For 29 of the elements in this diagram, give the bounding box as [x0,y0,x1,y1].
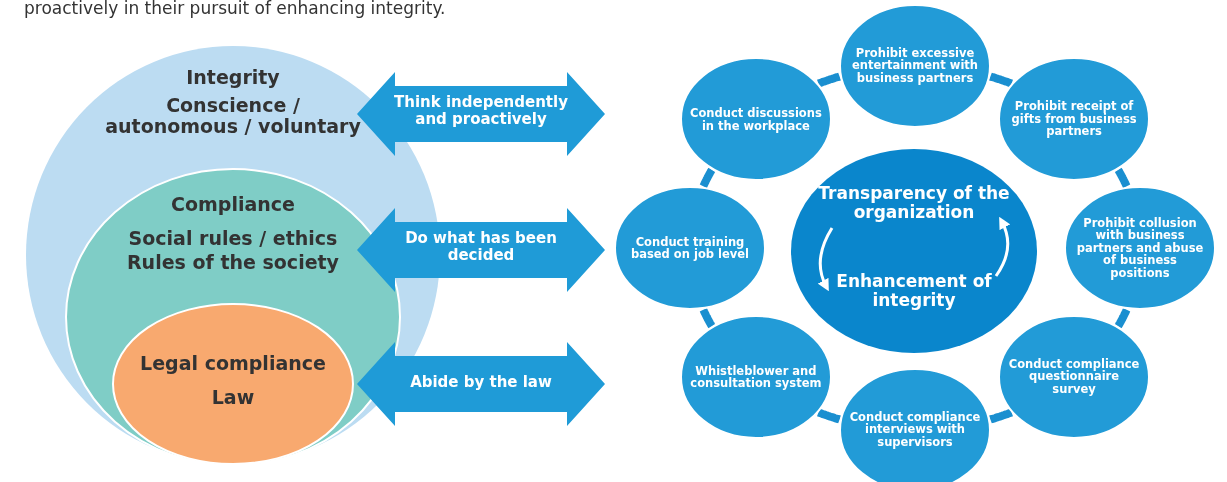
node-text: Conduct training based on job level [630,235,750,261]
connector-line [1114,166,1131,190]
node-text: Conduct compliance questionnaire survey [1008,358,1141,396]
arrow-text: Abide by the law [409,374,553,391]
heading: Enhancement of integrity [835,272,993,311]
node-text: Conduct compliance interviews with supervisors [849,411,981,449]
node-text: Prohibit receipt of gifts from business partners [1010,100,1138,138]
heading: Compliance [170,194,296,216]
intro-text: proactively in their pursuit of enhancing integrity. [24,0,446,17]
arrow-text: Think independently and proactively [393,94,569,128]
heading: Transparency of the organization [817,184,1011,223]
node-text: Social rules / ethics [127,228,339,250]
node-text: Conscience / autonomous / voluntary [105,95,361,138]
connector-line [1114,306,1131,330]
node-text: Rules of the society [126,252,340,274]
connector-line [815,72,843,88]
heading: Integrity [185,67,281,89]
arrow-text: Do what has been decided [404,230,558,264]
connector-line [699,306,716,330]
connector-line [699,166,716,190]
connector-line [987,408,1015,424]
heading: Legal compliance [139,353,327,375]
connector-line [815,408,843,424]
node-text: Whistleblower and consultation system [689,364,822,390]
connector-line [987,72,1015,88]
node-text: Prohibit collusion with business partners and abuse of business positions [1075,217,1205,279]
node-text: Prohibit excessive entertainment with business partners [850,47,980,85]
node-text: Law [210,387,256,409]
node-text: Conduct discussions in the workplace [689,106,822,132]
